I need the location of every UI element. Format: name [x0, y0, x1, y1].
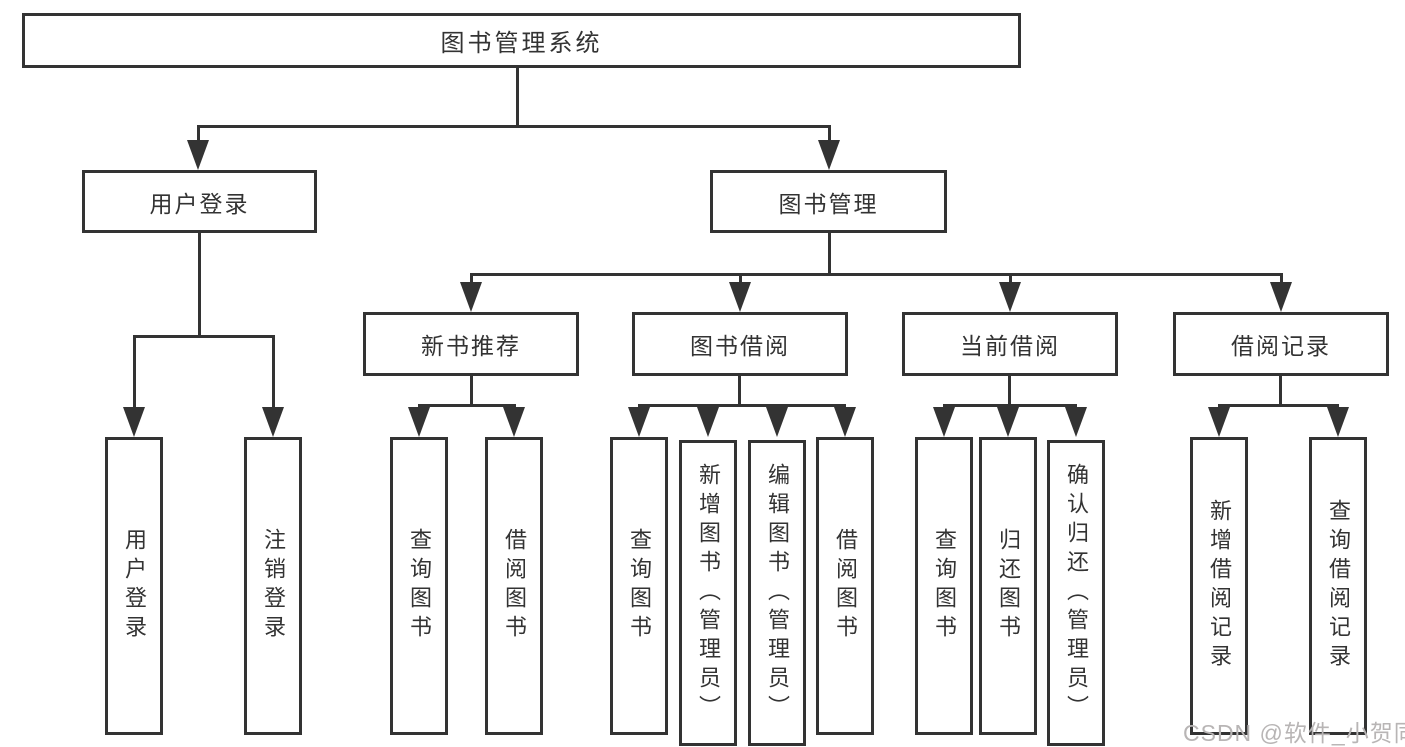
node-leaf-br-add-record-label: 新增借阅记录 [1207, 499, 1232, 673]
node-leaf-nb-query-books: 查询图书 [390, 437, 448, 735]
arrow-down-icon [697, 407, 719, 437]
node-book-management-label: 图书管理 [778, 190, 879, 217]
csdn-watermark: CSDN @软件_小贺同学 [1183, 720, 1405, 746]
node-leaf-cb-confirm-return-admin: 确认归还（管理员） [1047, 440, 1105, 746]
connector-line [197, 125, 831, 128]
node-user-login-label: 用户登录 [149, 190, 250, 217]
connector-line [133, 335, 275, 338]
node-leaf-bb-query-books-label: 查询图书 [627, 528, 652, 644]
node-book-borrowing-label: 图书借阅 [690, 333, 790, 359]
connector-line [197, 125, 200, 145]
node-leaf-bb-edit-books-admin-label: 编辑图书（管理员） [765, 462, 790, 724]
node-user-login: 用户登录 [82, 170, 317, 233]
node-leaf-nb-borrow-books-label: 借阅图书 [502, 528, 527, 644]
connector-line [828, 125, 831, 145]
connector-line [470, 273, 473, 285]
connector-line [1008, 376, 1011, 404]
node-new-book-recommend: 新书推荐 [363, 312, 579, 376]
node-leaf-bb-borrow-books: 借阅图书 [816, 437, 874, 735]
arrow-down-icon [766, 407, 788, 437]
node-leaf-user-login-label: 用户登录 [122, 528, 147, 644]
arrow-down-icon [1208, 407, 1230, 437]
node-book-borrowing: 图书借阅 [632, 312, 848, 376]
connector-line [516, 68, 519, 125]
connector-line [1218, 404, 1339, 407]
node-leaf-nb-borrow-books: 借阅图书 [485, 437, 543, 735]
node-leaf-bb-query-books: 查询图书 [610, 437, 668, 735]
arrow-down-icon [408, 407, 430, 437]
node-leaf-bb-borrow-books-label: 借阅图书 [833, 528, 858, 644]
connector-line [1279, 376, 1282, 404]
node-root-label: 图书管理系统 [440, 30, 603, 57]
node-leaf-bb-edit-books-admin: 编辑图书（管理员） [748, 440, 806, 746]
node-leaf-bb-add-books-admin: 新增图书（管理员） [679, 440, 737, 746]
arrow-down-icon [729, 282, 751, 312]
arrow-down-icon [187, 140, 209, 170]
arrow-down-icon [628, 407, 650, 437]
connector-line [943, 404, 1077, 407]
arrow-down-icon [262, 407, 284, 437]
node-leaf-cb-return-books: 归还图书 [979, 437, 1037, 735]
node-leaf-logout: 注销登录 [244, 437, 302, 735]
node-borrowing-records: 借阅记录 [1173, 312, 1389, 376]
node-leaf-logout-label: 注销登录 [261, 528, 286, 644]
node-leaf-user-login: 用户登录 [105, 437, 163, 735]
node-book-management: 图书管理 [710, 170, 947, 233]
arrow-down-icon [834, 407, 856, 437]
node-current-borrowing: 当前借阅 [902, 312, 1118, 376]
arrow-down-icon [999, 282, 1021, 312]
connector-line [1009, 273, 1012, 285]
connector-line [738, 376, 741, 404]
arrow-down-icon [1327, 407, 1349, 437]
connector-line [272, 335, 275, 410]
node-leaf-cb-query-books-label: 查询图书 [932, 528, 957, 644]
arrow-down-icon [818, 140, 840, 170]
node-new-book-recommend-label: 新书推荐 [421, 333, 521, 359]
connector-line [470, 376, 473, 404]
node-leaf-br-add-record: 新增借阅记录 [1190, 437, 1248, 735]
node-borrowing-records-label: 借阅记录 [1231, 333, 1331, 359]
arrow-down-icon [503, 407, 525, 437]
connector-line [470, 273, 1282, 276]
connector-line [828, 233, 831, 273]
arrow-down-icon [123, 407, 145, 437]
arrow-down-icon [933, 407, 955, 437]
arrow-down-icon [997, 407, 1019, 437]
node-leaf-nb-query-books-label: 查询图书 [407, 528, 432, 644]
node-leaf-cb-query-books: 查询图书 [915, 437, 973, 735]
connector-line [418, 404, 516, 407]
node-leaf-cb-confirm-return-admin-label: 确认归还（管理员） [1064, 462, 1089, 724]
arrow-down-icon [460, 282, 482, 312]
node-leaf-cb-return-books-label: 归还图书 [996, 528, 1021, 644]
node-root: 图书管理系统 [22, 13, 1021, 68]
node-leaf-br-query-record-label: 查询借阅记录 [1326, 499, 1351, 673]
connector-line [739, 273, 742, 285]
arrow-down-icon [1270, 282, 1292, 312]
node-leaf-br-query-record: 查询借阅记录 [1309, 437, 1367, 735]
connector-line [133, 335, 136, 410]
arrow-down-icon [1065, 407, 1087, 437]
node-current-borrowing-label: 当前借阅 [960, 333, 1060, 359]
connector-line [1280, 273, 1283, 285]
connector-line [198, 233, 201, 335]
connector-line [638, 404, 846, 407]
node-leaf-bb-add-books-admin-label: 新增图书（管理员） [696, 462, 721, 724]
